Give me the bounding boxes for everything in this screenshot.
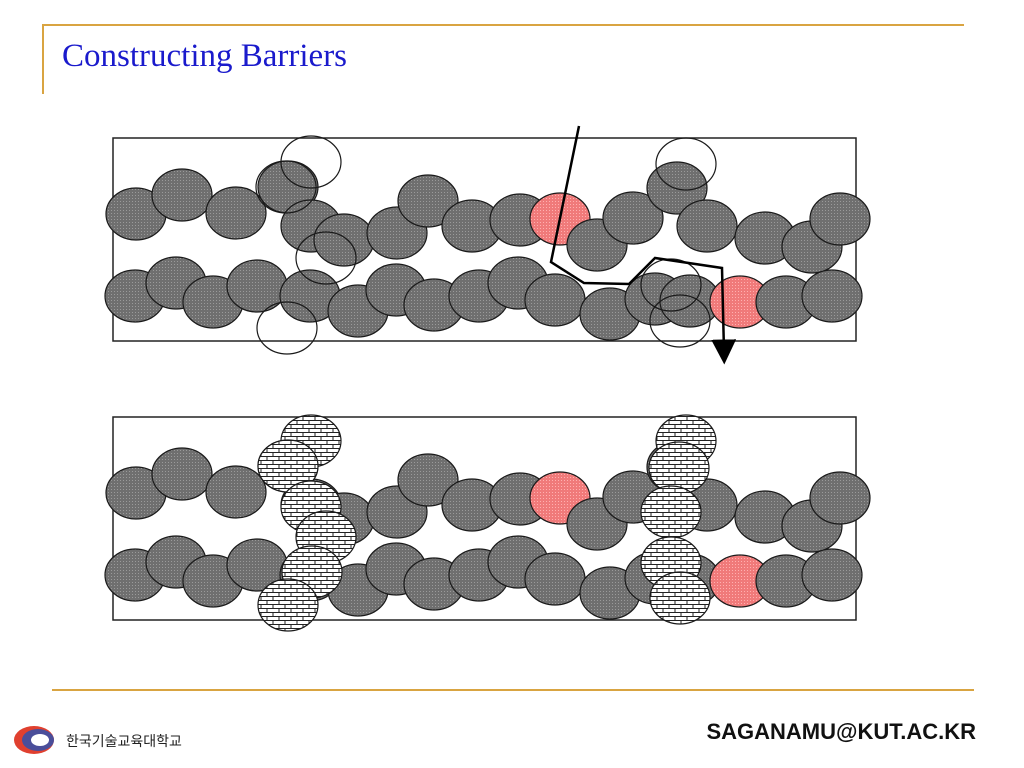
particle — [801, 548, 863, 602]
particle — [646, 161, 708, 215]
particle — [524, 273, 586, 327]
particle — [809, 192, 871, 246]
vacancy-circle — [649, 294, 711, 348]
particle — [397, 174, 459, 228]
barrier-particles — [257, 414, 717, 632]
bottom-panel — [104, 414, 871, 632]
contact-email: SAGANAMU@KUT.AC.KR — [706, 719, 976, 744]
particle — [602, 191, 664, 245]
particle — [313, 213, 375, 267]
top-panel — [104, 125, 871, 365]
organization-name: 한국기술교육대학교 — [66, 734, 182, 750]
barrier-particle — [649, 571, 711, 625]
particle — [397, 453, 459, 507]
particle — [524, 552, 586, 606]
vacancy-circle — [655, 137, 717, 191]
particle — [151, 168, 213, 222]
barrier-particle — [257, 578, 319, 632]
particle — [205, 186, 267, 240]
top-open-circles — [255, 135, 717, 355]
particle — [809, 471, 871, 525]
particle — [151, 447, 213, 501]
vacancy-circle — [280, 135, 342, 189]
top-accent-rule — [42, 24, 964, 26]
barrier-particle — [648, 441, 710, 495]
particle — [226, 259, 288, 313]
top-particles — [104, 160, 871, 341]
university-logo-icon — [14, 726, 54, 754]
vacancy-circle — [640, 258, 702, 312]
vacancy-circle — [256, 301, 318, 355]
vacancy-circle — [255, 160, 317, 214]
particle — [801, 269, 863, 323]
diffusion-path-arrow — [549, 125, 737, 365]
slide-title: Constructing Barriers — [62, 38, 348, 74]
side-accent-rule — [42, 24, 44, 94]
particle — [205, 465, 267, 519]
vacancy-circle — [295, 231, 357, 285]
particle — [676, 199, 738, 253]
barrier-particle — [640, 485, 702, 539]
bottom-accent-rule — [52, 689, 974, 691]
